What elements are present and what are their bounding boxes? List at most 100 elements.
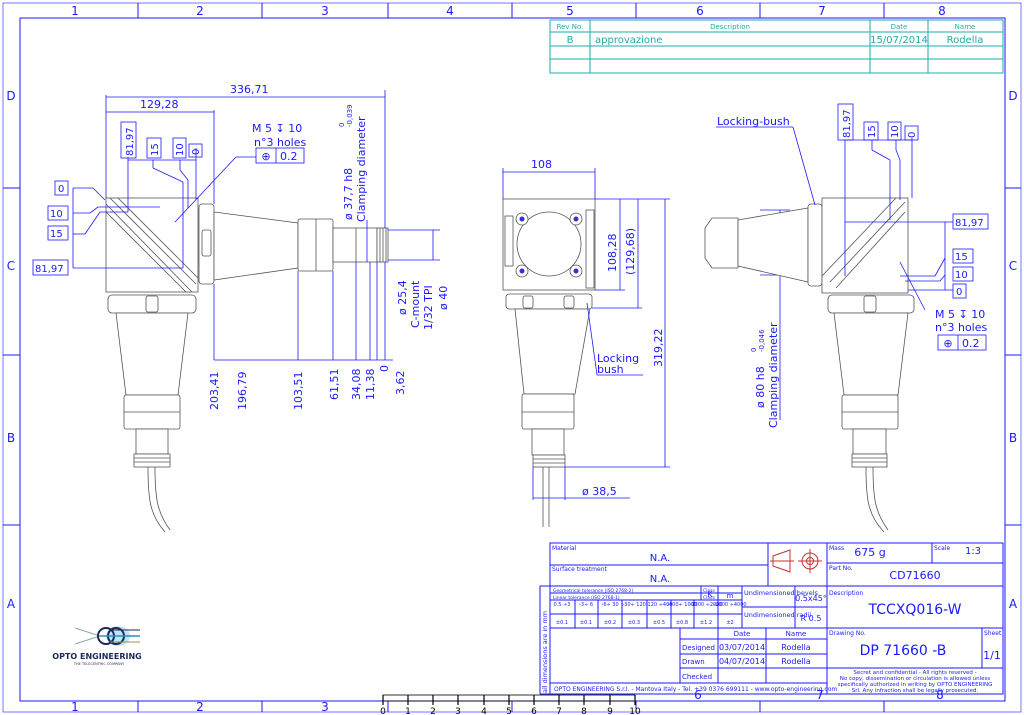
column-label: 4 [446,4,454,18]
column-label: 3 [321,700,329,714]
drawing-label: 10 [955,270,968,281]
drawing-label: 0.5x45° [795,594,827,603]
drawing-label: ›6÷ 30 [601,602,618,608]
drawing-line [952,283,967,299]
row-label: B [7,431,15,445]
drawing-label: ›1000 ÷2000 [689,602,722,608]
drawing-label: THE TELECENTRIC COMPANY [73,662,125,666]
drawing-group: Designed Drawn Checked [682,644,715,681]
drawing-label: 0.2 [962,337,980,350]
drawing-label: 15 [150,143,161,156]
drawing-line [798,549,822,573]
sheet-value: 1/1 [983,649,1001,662]
column-label: 7 [816,688,824,702]
drawing-label: m [727,592,734,600]
drawing-label: ø 80 h8 [754,366,767,408]
drawing-label: Mass [829,545,844,552]
drawing-line [188,143,203,158]
drawing-label: 0 [378,365,391,372]
drawing-label: 61,51 [328,369,341,401]
drawing-group: Secret and confidential - All rights res… [838,670,993,694]
locking-bush-label: Locking-bush [717,115,790,128]
units-note: all dimensions are in mm [541,611,549,693]
drawing-label: 0.2 [280,150,298,163]
drawing-line [174,156,237,223]
drawing-line [115,312,189,396]
drawing-line [145,295,159,313]
drawing-label: 5 [506,707,512,715]
drawing-label: C-mount [409,280,422,328]
drawing-label: 319,22 [652,329,665,368]
drawing-line [376,227,389,263]
drawing-label: 0 [58,184,64,195]
drawing-label: ⊕ [261,150,270,163]
column-label: 7 [818,4,826,18]
drawing-label: ›2000 ÷4000 [713,602,746,608]
drawing-label: 1/32 TPI [422,285,435,330]
row-label: B [1009,431,1017,445]
drawing-label: 6 [531,707,537,715]
drawing-line [134,457,170,463]
drawing-line [871,149,891,161]
drawing-label: ±0.1 [556,620,568,626]
drawing-line [74,627,102,645]
drawing-group: 336,71 129,28 M 5 ↧ 10 n°3 holes [140,83,306,149]
drawing-label: -0,046 [758,329,766,352]
drawing-label: 15 [867,125,878,138]
drawing-line [934,257,946,277]
drawing-label: ±0.2 [604,620,616,626]
drawing-group: N.A. N.A. K m 0.5x45° R 0.5 675 g 1:3 CD… [650,546,1001,662]
drawing-label: 10 [50,209,63,220]
drawing-group [502,168,790,500]
dimension: 108 [531,158,552,171]
drawing-line [952,213,989,230]
drawing-line [519,268,525,274]
drawing-line [863,295,877,313]
drawing-label: 203,41 [208,372,221,411]
drawing-label: 0 [907,132,918,138]
drawing-label: 4 [481,707,487,715]
drawing-label: 7 [556,707,562,715]
drawing-label: Rev No. [557,23,584,31]
material-value: N.A. [650,553,671,564]
drawing-line [887,121,902,141]
drawing-group [539,542,1004,695]
drawing-group [72,90,440,361]
drawing-label: 04/07/2014 [719,657,765,666]
drawing-label: ⊕ [943,337,952,350]
drawing-group: 03/07/2014 04/07/2014 Rodella Rodella [719,643,811,666]
drawing-label: Part No. [829,565,853,572]
drawing-group: Locking-bush 81,97 15 10 0 81,97 15 10 0 [717,103,989,299]
column-label: 6 [696,4,704,18]
drawing-line [533,458,565,527]
revision-number: B [567,35,574,46]
drawing-line [939,274,946,282]
drawing-line [54,180,69,196]
drawing-line [899,261,926,311]
mass-value: 675 g [854,546,885,559]
drawing-label: 10 [629,707,641,715]
drawing-line [937,334,987,351]
drawing-number: DP 71660 -B [860,643,947,659]
drawing-label: 81,97 [125,127,136,156]
drawing-label: -0,039 [346,104,354,127]
drawing-line [827,294,915,314]
drawing-line [135,428,169,455]
drawing-line [852,457,889,533]
drawing-label: 15 [50,229,63,240]
drawing-line [133,453,171,468]
column-label: 5 [566,4,574,18]
drawing-group: 1 2 3 4 5 6 7 8 1 2 3 6 7 8 D C B A D C … [6,4,1018,714]
drawing-line [807,203,823,287]
drawing-line [895,149,901,161]
drawing-label: ±0.8 [676,620,688,626]
drawing-label: No copy, dissemination or circulation is… [840,676,991,682]
drawing-label: ±0.1 [580,620,592,626]
drawing-group: 108 108,28 (129,68) 319,22 Locking bush … [531,158,780,498]
column-label: 2 [196,4,204,18]
drawing-group: 0.5 ÷3›3÷ 6›6÷ 30›30÷ 120›120 ÷400›400÷ … [554,602,747,626]
drawing-line [504,215,514,267]
